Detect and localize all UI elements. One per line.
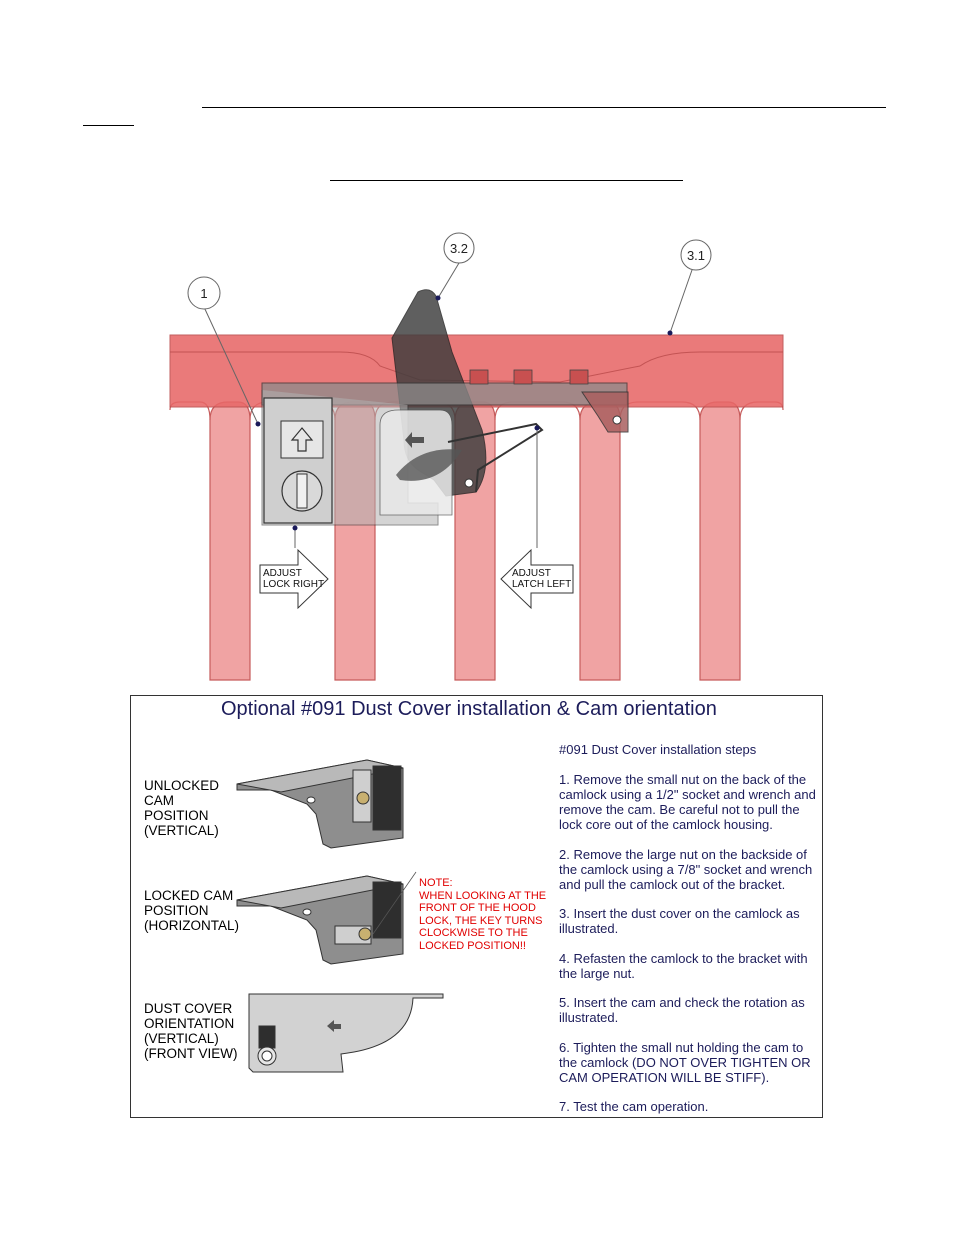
dust-cover-orientation-label: DUST COVER ORIENTATION (VERTICAL) (FRONT… [144, 1001, 238, 1061]
step-1: 1. Remove the small nut on the back of t… [559, 772, 816, 832]
callout-1: 1 [200, 286, 207, 301]
cam-orientation-drawings [236, 759, 444, 1073]
callout-3-1: 3.1 [687, 248, 705, 263]
step-6: 6. Tighten the small nut holding the cam… [559, 1039, 811, 1085]
step-7: 7. Test the cam operation. [559, 1099, 709, 1114]
panel-title: Optional #091 Dust Cover installation & … [221, 698, 717, 720]
steps-heading: #091 Dust Cover installation steps [559, 742, 757, 757]
step-2: 2. Remove the large nut on the backside … [559, 846, 813, 892]
callout-3-2: 3.2 [450, 241, 468, 256]
locked-cam-label: LOCKED CAM POSITION (HORIZONTAL) [144, 888, 239, 933]
installation-steps: #091 Dust Cover installation steps 1. Re… [559, 742, 821, 1129]
hood-lock-assembly-diagram: 1 3.2 3.1 [169, 232, 784, 681]
adjust-latch-left-label: ADJUST LATCH LEFT [512, 568, 572, 590]
key-rotation-note: NOTE: WHEN LOOKING AT THE FRONT OF THE H… [419, 877, 547, 952]
step-4: 4. Refasten the camlock to the bracket w… [559, 950, 808, 981]
header-rule-long [202, 107, 886, 108]
unlocked-cam-label: UNLOCKED CAM POSITION (VERTICAL) [144, 778, 220, 838]
step-5: 5. Insert the cam and check the rotation… [559, 995, 805, 1025]
subheading-rule [330, 180, 683, 181]
dust-cover-panel: Optional #091 Dust Cover installation & … [130, 695, 823, 1118]
header-rule-short [83, 125, 134, 126]
step-3: 3. Insert the dust cover on the camlock … [559, 906, 800, 936]
adjust-lock-right-label: ADJUST LOCK RIGHT [263, 568, 325, 590]
